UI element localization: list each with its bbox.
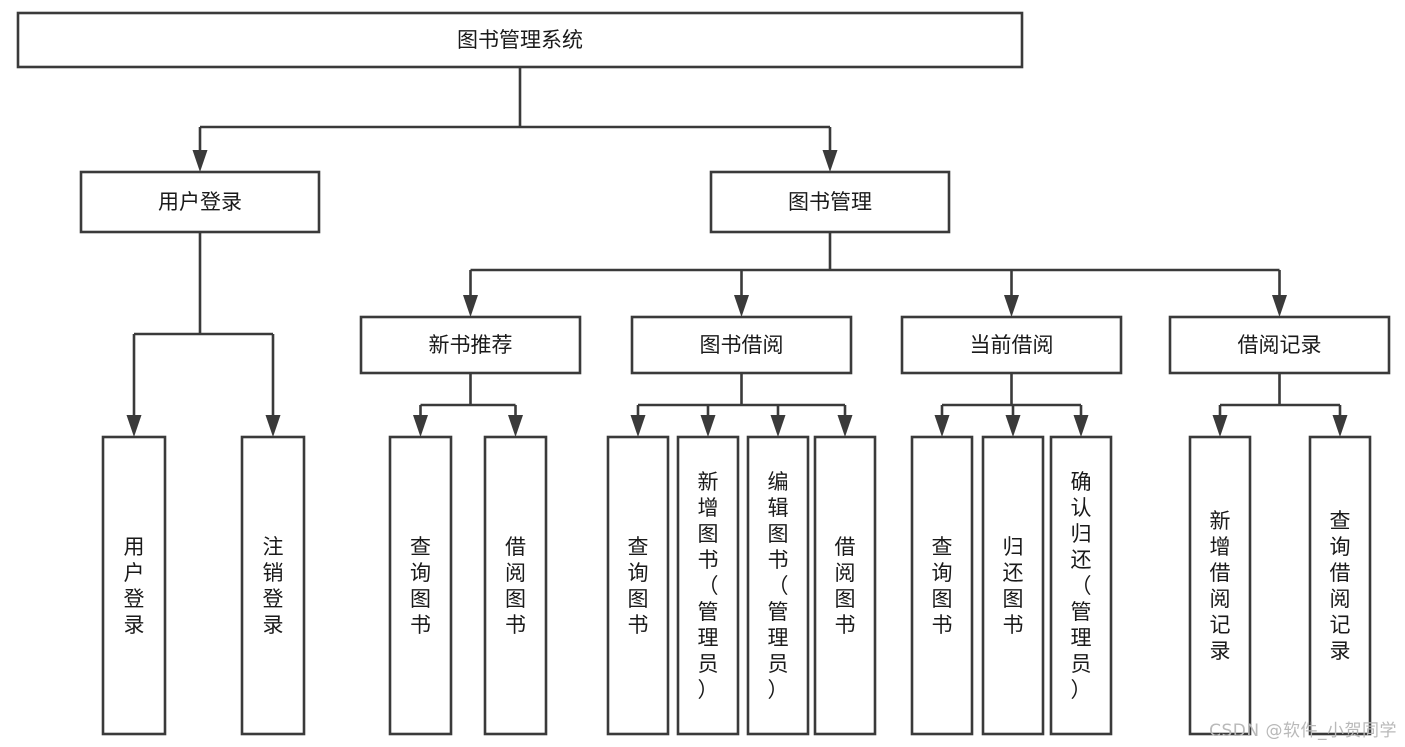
edge-arrowhead-icon — [700, 415, 716, 437]
node-leaf-query-book-2[interactable]: 查询图书 — [606, 435, 670, 736]
edge-arrowhead-icon — [463, 295, 478, 317]
node-label: 查询图书 — [628, 535, 649, 637]
node-label: 新增借阅记录 — [1210, 509, 1231, 663]
edge-arrowhead-icon — [265, 415, 281, 437]
node-box[interactable] — [910, 435, 974, 736]
node-leaf-return-book[interactable]: 归还图书 — [981, 435, 1045, 736]
node-label: 注销登录 — [263, 535, 284, 637]
node-leaf-edit-book-admin[interactable]: 编辑图书（管理员） — [746, 435, 810, 736]
edge-arrowhead-icon — [822, 150, 838, 172]
node-leaf-add-book-admin[interactable]: 新增图书（管理员） — [676, 435, 740, 736]
node-label: 编辑图书（管理员） — [768, 470, 789, 702]
node-leaf-query-book-3[interactable]: 查询图书 — [910, 435, 974, 736]
edge-arrowhead-icon — [630, 415, 646, 437]
node-leaf-user-logout[interactable]: 注销登录 — [240, 435, 306, 736]
node-label: 新增图书（管理员） — [698, 470, 719, 702]
node-label: 图书管理 — [788, 190, 872, 214]
node-box[interactable] — [359, 315, 582, 375]
node-box[interactable] — [240, 435, 306, 736]
node-box[interactable] — [630, 315, 853, 375]
edge-arrowhead-icon — [1332, 415, 1348, 437]
node-leaf-borrow-book-1[interactable]: 借阅图书 — [483, 435, 548, 736]
edge-arrowhead-icon — [1004, 295, 1019, 317]
node-label: 确认归还（管理员） — [1071, 470, 1092, 702]
node-box[interactable] — [709, 170, 951, 234]
csdn-watermark: CSDN @软件_小贺同学 — [1209, 721, 1397, 741]
edge-arrowhead-icon — [770, 415, 786, 437]
edge-arrowhead-icon — [192, 150, 208, 172]
node-leaf-query-borrow-record[interactable]: 查询借阅记录 — [1308, 435, 1372, 736]
node-box[interactable] — [746, 435, 810, 736]
node-box[interactable] — [900, 315, 1123, 375]
node-box[interactable] — [606, 435, 670, 736]
node-box[interactable] — [1168, 315, 1391, 375]
edge-arrowhead-icon — [1005, 415, 1021, 437]
node-label: 归还图书 — [1003, 535, 1024, 637]
node-label: 图书管理系统 — [457, 28, 583, 52]
node-box[interactable] — [483, 435, 548, 736]
edge-group-book-manage — [463, 232, 1287, 317]
node-label: 新书推荐 — [429, 333, 513, 357]
edge-arrowhead-icon — [837, 415, 853, 437]
edge-group-user-login — [126, 232, 281, 437]
edge-group-new-book-rec — [413, 373, 523, 437]
node-box[interactable] — [1188, 435, 1252, 736]
edge-group-book-borrow — [630, 373, 853, 437]
edge-arrowhead-icon — [1272, 295, 1287, 317]
node-box[interactable] — [676, 435, 740, 736]
edge-arrowhead-icon — [508, 415, 523, 437]
edge-group-root — [192, 67, 838, 172]
node-box[interactable] — [1308, 435, 1372, 736]
edges-layer — [126, 67, 1348, 437]
node-label: 当前借阅 — [970, 333, 1054, 357]
node-leaf-user-login[interactable]: 用户登录 — [101, 435, 167, 736]
node-current-borrow[interactable]: 当前借阅 — [900, 315, 1123, 375]
edge-group-borrow-record — [1212, 373, 1348, 437]
node-label: 查询图书 — [410, 535, 431, 637]
node-book-borrow[interactable]: 图书借阅 — [630, 315, 853, 375]
node-label: 查询借阅记录 — [1330, 509, 1351, 663]
node-leaf-add-borrow-record[interactable]: 新增借阅记录 — [1188, 435, 1252, 736]
node-label: 用户登录 — [124, 535, 145, 637]
node-box[interactable] — [813, 435, 877, 736]
node-box[interactable] — [79, 170, 321, 234]
node-label: 用户登录 — [158, 190, 242, 214]
node-user-login[interactable]: 用户登录 — [79, 170, 321, 234]
node-leaf-borrow-book-2[interactable]: 借阅图书 — [813, 435, 877, 736]
node-borrow-record[interactable]: 借阅记录 — [1168, 315, 1391, 375]
edge-arrowhead-icon — [126, 415, 142, 437]
nodes-layer: 图书管理系统用户登录图书管理新书推荐图书借阅当前借阅借阅记录用户登录注销登录查询… — [16, 11, 1391, 736]
node-label: 查询图书 — [932, 535, 953, 637]
edge-arrowhead-icon — [734, 295, 749, 317]
node-leaf-confirm-return-admin[interactable]: 确认归还（管理员） — [1049, 435, 1113, 736]
edge-arrowhead-icon — [1212, 415, 1228, 437]
node-label: 借阅图书 — [505, 535, 526, 637]
node-label: 借阅图书 — [835, 535, 856, 637]
node-book-manage[interactable]: 图书管理 — [709, 170, 951, 234]
node-box[interactable] — [388, 435, 453, 736]
node-root[interactable]: 图书管理系统 — [16, 11, 1024, 69]
node-box[interactable] — [1049, 435, 1113, 736]
edge-group-current-borrow — [934, 373, 1089, 437]
node-label: 借阅记录 — [1238, 333, 1322, 357]
node-new-book-rec[interactable]: 新书推荐 — [359, 315, 582, 375]
edge-arrowhead-icon — [934, 415, 950, 437]
node-box[interactable] — [981, 435, 1045, 736]
edge-arrowhead-icon — [1073, 415, 1089, 437]
node-leaf-query-book-1[interactable]: 查询图书 — [388, 435, 453, 736]
node-box[interactable] — [16, 11, 1024, 69]
node-box[interactable] — [101, 435, 167, 736]
node-label: 图书借阅 — [700, 333, 784, 357]
edge-arrowhead-icon — [413, 415, 428, 437]
